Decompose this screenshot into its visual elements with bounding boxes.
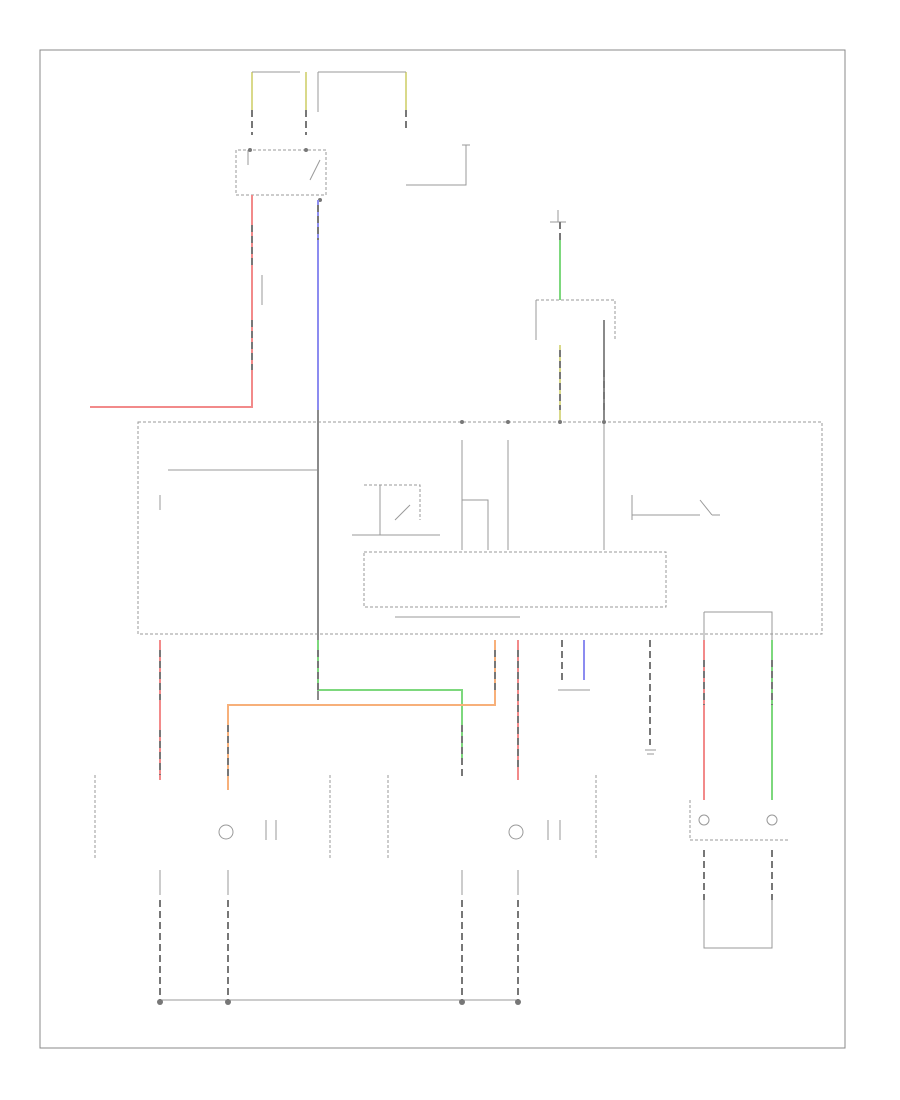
right-lamp-assembly	[387, 775, 597, 1000]
wire-red-left	[90, 195, 253, 408]
upper-right-branch	[535, 210, 616, 420]
left-lamp-assembly	[94, 775, 331, 1000]
top-fuse-connectors	[251, 71, 407, 135]
lower-wiring	[159, 640, 790, 949]
control-unit-internals	[159, 410, 773, 700]
relay-controller-box	[363, 551, 667, 608]
control-unit-box	[137, 421, 823, 635]
ground-bus	[157, 999, 521, 1005]
upper-switch-area	[235, 144, 470, 202]
diagram-frame	[39, 49, 846, 1049]
wire-orange	[227, 640, 496, 790]
